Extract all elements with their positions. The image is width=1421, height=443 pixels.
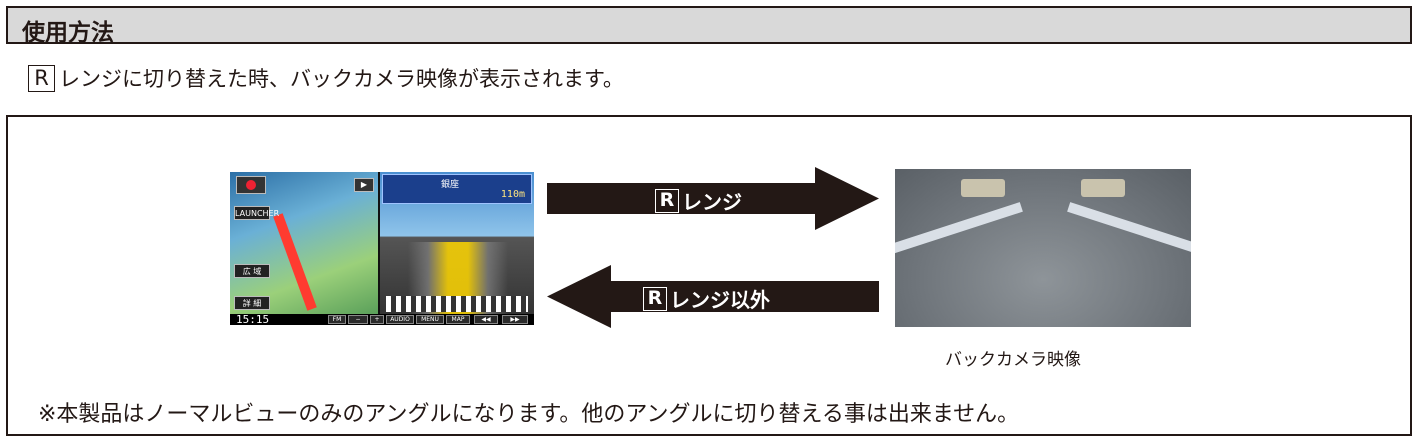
nav-map-view: ▶ LAUNCHER 広 域 詳 細 [230,172,378,314]
section-title: 使用方法 [22,20,114,46]
right-arrow-icon [547,167,879,230]
nav-bottom-bar: 15:15 FM − + AUDIO MENU MAP ◀◀ ▶▶ [230,314,534,325]
nav-clock: 15:15 [236,313,270,325]
arrow-to-navigation: R レンジ以外 [547,265,879,328]
r-key-icon: R [643,286,667,311]
section-header: 使用方法 [6,6,1412,46]
parking-line-left [895,202,1023,258]
illustration-panel: ▶ LAUNCHER 広 域 詳 細 銀座 110m 15:15 FM − + … [6,115,1412,436]
map-button: MAP [446,315,470,324]
arrow-right-label: R レンジ [655,186,742,215]
arrow-right-text: レンジ [682,190,742,214]
previous-icon: ◀◀ [474,315,498,324]
wheel-stop-left [961,179,1005,197]
destination-banner: 銀座 110m [382,174,532,204]
fm-button: FM [328,315,346,324]
navigation-screen: ▶ LAUNCHER 広 域 詳 細 銀座 110m 15:15 FM − + … [230,172,534,325]
minus-button: − [348,315,368,324]
back-camera-image [895,169,1191,327]
destination-name: 銀座 [441,180,460,190]
route-line [273,213,317,311]
play-icon: ▶ [354,178,374,192]
compass-icon [236,176,266,194]
arrow-left-label: R レンジ以外 [643,284,770,313]
arrow-left-text: レンジ以外 [670,288,770,312]
plus-button: + [370,315,384,324]
intro-sentence: レンジに切り替えた時、バックカメラ映像が表示されます。 [59,67,624,91]
wide-view-button: 広 域 [234,264,270,278]
audio-button: AUDIO [386,315,414,324]
nav-guidance-view: 銀座 110m [380,172,534,314]
left-arrow-icon [547,265,879,328]
note-text: ※本製品はノーマルビューのみのアングルになります。他のアングルに切り替える事は出… [38,402,1020,427]
camera-caption: バックカメラ映像 [945,350,1081,370]
parking-line-right [1067,202,1191,258]
next-icon: ▶▶ [502,315,528,324]
wheel-stop-right [1081,179,1125,197]
crosswalk [386,296,528,312]
launcher-button: LAUNCHER [234,206,279,220]
menu-button: MENU [416,315,444,324]
destination-distance: 110m [500,189,525,200]
r-key-icon: R [655,188,679,213]
intro-text: R レンジに切り替えた時、バックカメラ映像が表示されます。 [28,63,624,93]
detail-view-button: 詳 細 [234,296,270,310]
arrow-to-camera: R レンジ [547,167,879,230]
r-key-icon: R [28,64,55,92]
